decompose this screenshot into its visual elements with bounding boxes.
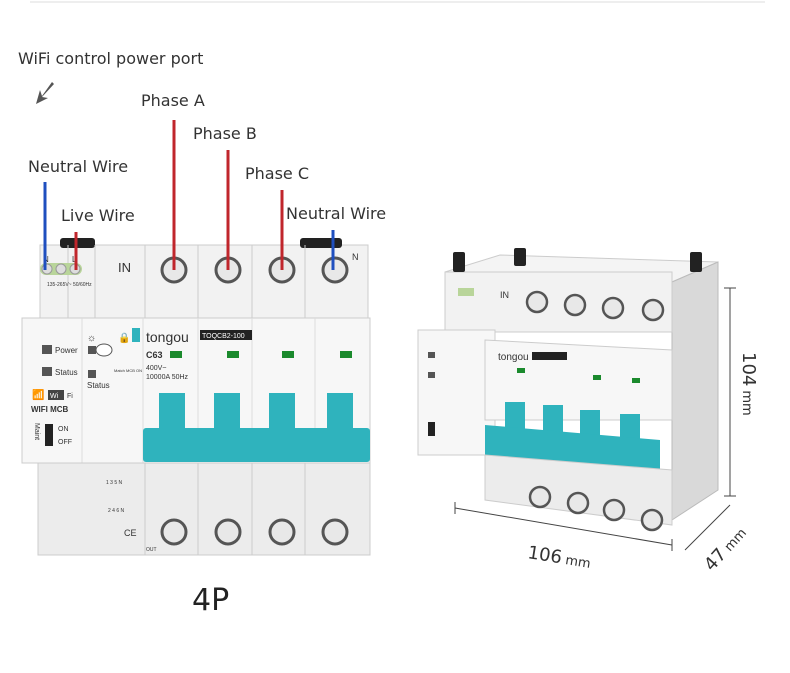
live-wire-label: Live Wire xyxy=(61,206,135,225)
lock-icon: 🔒 xyxy=(118,332,130,344)
wifi-icon: 📶 xyxy=(32,388,44,401)
svg-text:WIFI MCB: WIFI MCB xyxy=(31,405,69,414)
svg-text:N: N xyxy=(352,252,359,262)
svg-text:Status: Status xyxy=(87,381,110,390)
width-dimension: 106mm xyxy=(526,542,592,573)
height-dimension: 104mm xyxy=(738,352,759,416)
toggle-levers xyxy=(143,393,370,462)
svg-text:CE: CE xyxy=(124,528,137,538)
svg-text:OFF: OFF xyxy=(58,439,72,446)
svg-text:tongou: tongou xyxy=(498,352,529,363)
svg-text:10000A 50Hz: 10000A 50Hz xyxy=(146,374,189,381)
svg-text:IN: IN xyxy=(500,290,509,300)
phase-a-label: Phase A xyxy=(141,91,205,110)
svg-text:Maint: Maint xyxy=(33,423,40,440)
svg-text:TOQCB2-100: TOQCB2-100 xyxy=(202,333,245,340)
wifi-port-label: WiFi control power port xyxy=(18,49,203,68)
side-view-breaker: IN tongou xyxy=(417,248,719,532)
svg-text:2 4 6 N: 2 4 6 N xyxy=(108,508,125,514)
svg-text:1 3 5 N: 1 3 5 N xyxy=(106,480,123,486)
svg-text:Wi: Wi xyxy=(50,393,59,400)
phase-b-label: Phase B xyxy=(193,124,257,143)
neutral-wire-right-label: Neutral Wire xyxy=(286,204,386,223)
svg-text:135-265V~ 50/60Hz: 135-265V~ 50/60Hz xyxy=(47,282,92,288)
poles-label: 4P xyxy=(192,583,229,618)
svg-text:OUT: OUT xyxy=(146,547,157,553)
svg-text:400V~: 400V~ xyxy=(146,365,166,372)
svg-text:Match MCB ON: Match MCB ON xyxy=(114,368,142,373)
light-icon: ☼ xyxy=(87,333,96,344)
front-view-breaker: N L 135-265V~ 50/60Hz IN N Power Status … xyxy=(21,238,371,556)
dimension-lines xyxy=(454,287,736,551)
svg-text:IN: IN xyxy=(118,260,131,275)
svg-text:Status: Status xyxy=(55,368,78,377)
depth-dimension: 47mm xyxy=(700,522,751,575)
phase-c-label: Phase C xyxy=(245,164,309,183)
svg-text:Fi: Fi xyxy=(67,393,73,400)
neutral-wire-left-label: Neutral Wire xyxy=(28,157,128,176)
curved-arrow-icon xyxy=(36,82,54,104)
wire-lines xyxy=(43,120,335,270)
svg-text:tongou: tongou xyxy=(146,329,189,345)
svg-text:ON: ON xyxy=(58,426,69,433)
svg-text:C63: C63 xyxy=(146,350,163,360)
svg-text:Power: Power xyxy=(55,346,78,355)
